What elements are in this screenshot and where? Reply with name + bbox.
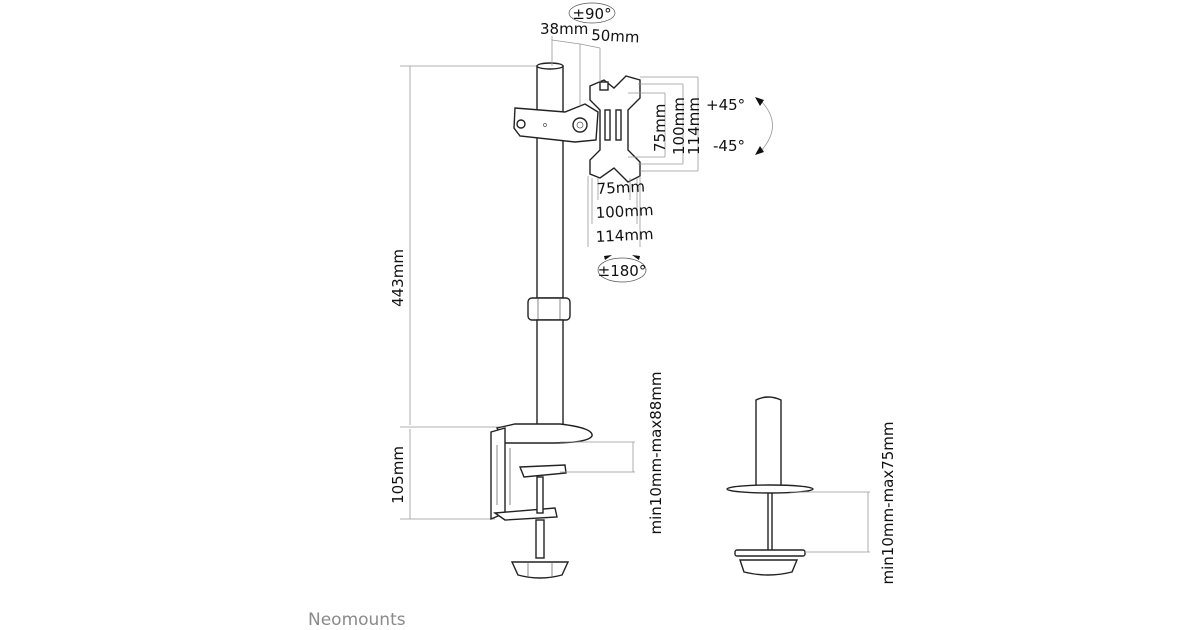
vesa-horizontal-100-label: 100mm [595,201,654,222]
tilt-90-label: ±90° [572,5,611,23]
vesa-horizontal-114-label: 114mm [595,225,654,246]
desk-clamp-mount-drawing [400,2,773,579]
tilt-minus-label: -45° [713,137,745,155]
brand-logo: Neomounts [308,610,406,630]
height-443-label: 443mm [389,249,407,307]
depth-38-label: 38mm [540,20,588,38]
arrow-icon [755,97,764,106]
clamp-range-label: min10mm-max88mm [647,371,665,534]
vesa-vertical-114-label: 114mm [685,97,703,155]
vesa-vertical-100-label: 100mm [670,97,688,155]
rotate-180-label: ±180° [598,262,647,280]
vesa-vertical-75-label: 75mm [651,104,669,152]
vesa-horizontal-75-label: 75mm [596,177,645,198]
depth-50-label: 50mm [591,26,640,47]
arrow-icon [755,146,764,155]
clamp-105-label: 105mm [389,446,407,504]
grommet-mount-drawing [726,396,870,576]
grommet-range-label: min10mm-max75mm [879,421,897,584]
tilt-plus-label: +45° [706,96,745,114]
